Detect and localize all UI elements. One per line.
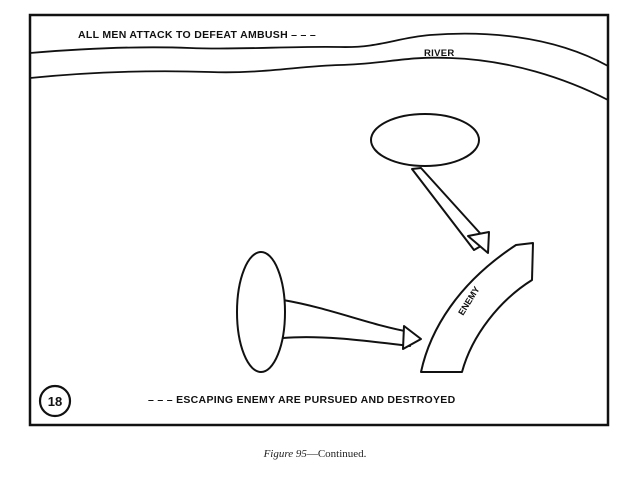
friendly-unit-west [236,251,286,373]
attack-arrow-top-shaft [411,167,489,251]
river-bank-upper [29,32,609,67]
enemy-position [420,242,534,373]
attack-arrow-left-shaft [282,299,411,347]
attack-arrow-top-head [467,231,490,254]
instruction-top: ALL MEN ATTACK TO DEFEAT AMBUSH – – – [78,29,316,41]
figure-suffix: —Continued. [306,448,367,460]
figure-caption: Figure 95—Continued. [0,448,630,460]
friendly-unit-north [370,113,480,167]
river-label: RIVER [424,48,455,59]
figure-label: Figure 95 [263,448,307,460]
step-badge [38,384,72,418]
diagram-frame [28,13,610,427]
step-number: 18 [48,394,62,409]
instruction-bottom: – – – ESCAPING ENEMY ARE PURSUED AND DES… [148,394,456,406]
river-bank-lower [29,56,609,101]
attack-arrow-left-head [402,325,422,350]
